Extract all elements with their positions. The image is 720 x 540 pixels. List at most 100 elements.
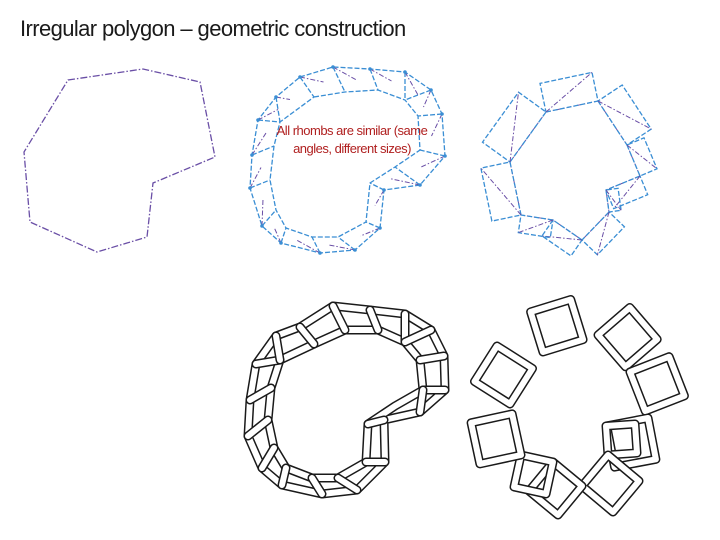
- square-diagonal: [509, 92, 519, 163]
- rod-highlight: [335, 475, 360, 493]
- square-diagonal: [596, 211, 610, 255]
- square-rod-cell-highlight: [627, 353, 688, 415]
- rod-highlight: [279, 465, 289, 488]
- rhomb-diagonal: [423, 89, 432, 108]
- square-rod-cell-highlight: [511, 452, 556, 497]
- rhomb-edge: [369, 182, 385, 191]
- square-ring-rod-model-figure: [466, 295, 689, 520]
- rhomb-edge: [299, 76, 315, 98]
- square-rod-cell-highlight: [527, 296, 587, 355]
- rhomb-diagonal: [275, 96, 291, 100]
- vertex-dot: [248, 186, 252, 190]
- square-cell: [597, 84, 653, 146]
- rhomb-edge: [275, 96, 281, 123]
- vertex-dot: [274, 95, 278, 99]
- rod-highlight: [402, 327, 434, 345]
- vertex-dot: [298, 75, 302, 79]
- square-cell: [541, 219, 583, 257]
- rod-highlight: [309, 475, 325, 497]
- rhomb-ring-rod-model-figure: [243, 301, 450, 499]
- rhomb-edge: [417, 113, 443, 117]
- polygon-outline: [23, 68, 216, 253]
- rhomb-diagonal: [332, 66, 358, 81]
- vertex-dot: [429, 88, 433, 92]
- rhomb-edge: [369, 68, 379, 91]
- rhomb-diagonal: [360, 227, 381, 237]
- square-cell: [626, 136, 658, 177]
- square-diagonal: [541, 235, 583, 241]
- square-cell: [517, 214, 554, 239]
- rhomb-edge: [257, 119, 281, 123]
- rhomb-edge: [394, 166, 421, 186]
- rhomb-ring-outer-edge: [249, 66, 446, 254]
- square-rod-cell: [593, 303, 662, 372]
- slide-title: Irregular polygon – geometric constructi…: [20, 16, 406, 41]
- square-rod-cell: [470, 341, 537, 409]
- rhomb-diagonal: [374, 189, 385, 206]
- rhomb-ring-inner-edge: [269, 89, 421, 238]
- square-rod-cell: [625, 352, 689, 416]
- square-diagonal: [613, 175, 641, 210]
- square-ring-construction-figure: [480, 71, 658, 257]
- rhomb-edge: [332, 66, 346, 93]
- rod-highlight: [365, 417, 387, 427]
- rhomb-edge: [337, 236, 356, 251]
- rhomb-diagonal: [404, 71, 419, 96]
- vertex-dot: [318, 251, 322, 255]
- rhomb-diagonal: [299, 76, 324, 83]
- irregular-polygon-figure: [23, 68, 216, 253]
- vertex-dot: [443, 154, 447, 158]
- rhomb-diagonal: [249, 167, 262, 189]
- rhomb-diagonal: [261, 198, 264, 227]
- square-cell: [480, 161, 522, 222]
- vertex-dot: [260, 224, 264, 228]
- vertex-dot: [440, 112, 444, 116]
- rod-highlight: [259, 445, 277, 471]
- vertex-dot: [256, 118, 260, 122]
- rod-highlight: [417, 353, 447, 363]
- rod-highlight: [297, 324, 317, 347]
- rhomb-edge: [311, 236, 321, 254]
- rod-highlight: [417, 387, 426, 415]
- rhombs-similar-note: All rhombs are similar (same angles, dif…: [276, 123, 428, 156]
- vertex-dot: [331, 65, 335, 69]
- rhomb-edge: [249, 179, 271, 189]
- rhomb-edge: [251, 145, 275, 156]
- square-diagonal: [480, 167, 522, 216]
- rhomb-diagonal: [369, 68, 392, 82]
- square-rod-cell-highlight: [579, 452, 642, 515]
- square-diagonal: [605, 189, 622, 211]
- rhomb-edge: [365, 221, 381, 229]
- square-diagonal: [545, 72, 593, 113]
- square-cell: [605, 175, 649, 210]
- rhomb-edge: [404, 89, 432, 101]
- vertex-dot: [382, 188, 386, 192]
- square-rod-cell-highlight: [595, 304, 661, 370]
- square-diagonal: [518, 219, 554, 234]
- rhomb-rod-inner-edge-highlight: [265, 327, 426, 481]
- rhomb-edge: [261, 209, 277, 227]
- rhomb-diagonal: [431, 113, 443, 137]
- rod-highlight: [367, 307, 381, 333]
- rhomb-diagonal: [296, 239, 321, 254]
- vertex-dot: [403, 70, 407, 74]
- vertex-dot: [368, 67, 372, 71]
- rod-highlight: [273, 333, 283, 363]
- rod-highlight: [245, 417, 271, 439]
- rhomb-edge: [280, 227, 287, 244]
- square-rod-cell-highlight: [468, 410, 524, 467]
- vertex-dot: [250, 153, 254, 157]
- rhomb-edge: [419, 149, 446, 157]
- rhomb-ring-construction-figure: [248, 65, 447, 255]
- square-cell: [605, 187, 622, 213]
- square-rod-cell-highlight: [603, 421, 640, 458]
- vertex-dot: [378, 226, 382, 230]
- vertex-dot: [279, 241, 283, 245]
- rhomb-diagonal: [273, 226, 282, 244]
- rod-highlight: [247, 385, 274, 403]
- rod-highlight: [330, 303, 348, 333]
- square-cell: [539, 71, 599, 113]
- rhomb-diagonal: [251, 132, 267, 156]
